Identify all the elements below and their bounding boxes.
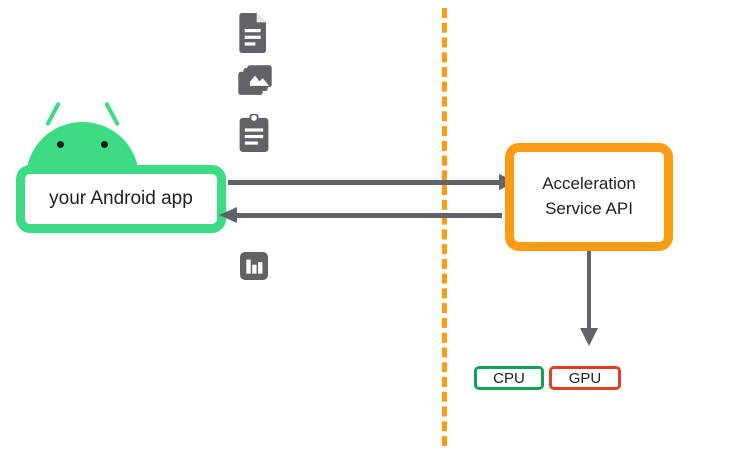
android-antenna-right-icon bbox=[104, 101, 120, 127]
bar-chart-icon bbox=[240, 252, 268, 285]
cpu-label: CPU bbox=[493, 369, 525, 387]
android-app-box: your Android app bbox=[16, 165, 226, 233]
cpu-chip: CPU bbox=[474, 366, 544, 390]
boundary-dashed-line bbox=[442, 8, 447, 446]
acceleration-service-label-line1: Acceleration bbox=[542, 174, 636, 194]
arrow-head-left-icon bbox=[219, 207, 237, 223]
acceleration-service-label-line2: Service API bbox=[545, 199, 633, 218]
response-arrow bbox=[219, 207, 502, 223]
android-eye-right-icon bbox=[101, 141, 108, 148]
android-app-label: your Android app bbox=[49, 188, 193, 209]
document-icon bbox=[238, 13, 270, 58]
android-eye-left-icon bbox=[57, 141, 64, 148]
arrow-head-down-icon bbox=[580, 328, 598, 346]
gpu-label: GPU bbox=[568, 369, 602, 387]
acceleration-service-box: Acceleration Service API bbox=[505, 143, 673, 251]
clipboard-icon bbox=[238, 114, 270, 157]
android-robot-icon bbox=[26, 98, 139, 178]
gpu-chip: GPU bbox=[549, 366, 621, 390]
request-arrow bbox=[228, 174, 517, 190]
dispatch-arrow bbox=[580, 251, 598, 346]
photos-icon bbox=[238, 64, 272, 105]
android-antenna-left-icon bbox=[45, 101, 61, 127]
